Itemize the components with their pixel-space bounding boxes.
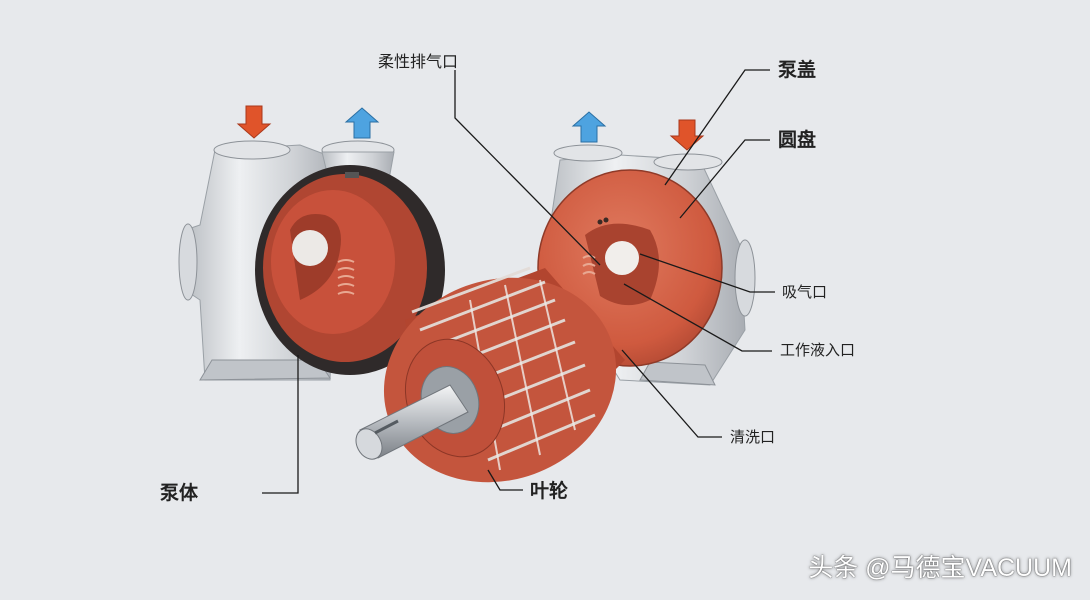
label-flexible-exhaust: 柔性排气口	[378, 52, 459, 71]
pump-body	[255, 165, 445, 375]
leader-working-fluid-inlet	[623, 283, 772, 352]
impeller	[383, 266, 625, 483]
label-disc: 圆盘	[778, 129, 817, 151]
leader-pump-cover	[664, 69, 770, 186]
shaft	[355, 384, 469, 460]
label-pump-cover: 泵盖	[778, 59, 817, 81]
up-arrow-icon	[571, 111, 607, 143]
up-arrow-icon	[344, 107, 380, 139]
leader-impeller	[487, 469, 523, 491]
leader-cleaning-port	[621, 349, 722, 438]
down-arrow-icon	[669, 119, 705, 151]
leader-pump-body	[262, 355, 299, 494]
label-impeller: 叶轮	[530, 480, 569, 502]
label-pump-body: 泵体	[160, 482, 199, 504]
down-arrow-icon	[236, 105, 272, 139]
leader-flexible-exhaust	[454, 70, 601, 266]
label-working-fluid-inlet: 工作液入口	[780, 341, 856, 359]
watermark: 头条 @马德宝VACUUM	[808, 554, 1072, 582]
label-suction-port: 吸气口	[782, 283, 828, 301]
label-cleaning-port: 清洗口	[730, 428, 776, 446]
leader-suction-port	[639, 253, 775, 293]
leader-disc	[679, 139, 770, 219]
